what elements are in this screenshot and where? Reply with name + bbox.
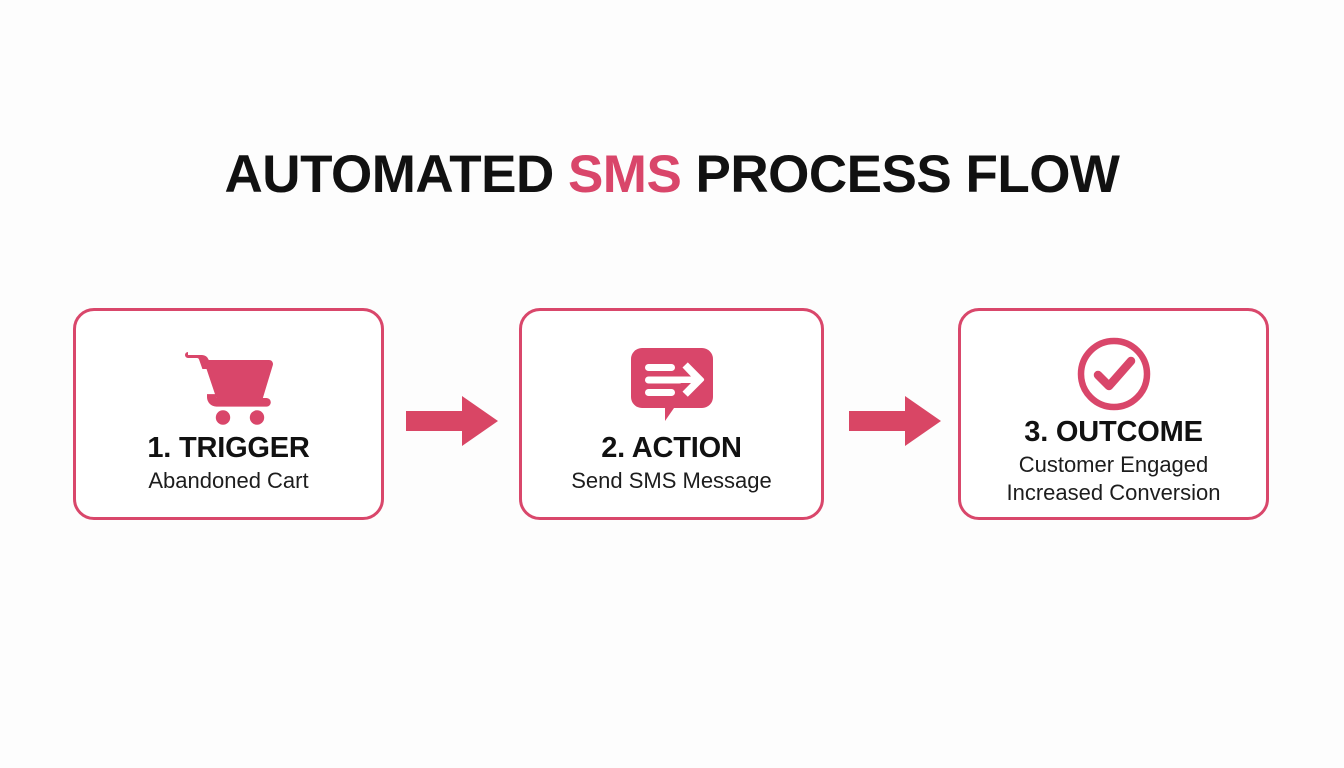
page-title-part1: AUTOMATED [224,145,568,204]
shopping-cart-icon [76,311,381,425]
flow-step-subtitle-line: Send SMS Message [571,468,772,494]
flow-step-subtitle: Send SMS Message [571,467,772,495]
flow-step-subtitle-line: Customer Engaged [1018,452,1209,478]
flow-step-subtitle-line: Increased Conversion [1006,480,1221,506]
arrow-right-icon [406,396,498,451]
process-flow: 1. TRIGGER Abandoned Cart [0,308,1344,522]
page-title-accent: SMS [567,145,682,204]
arrow-right-icon [849,396,941,451]
flow-step-heading: 2. ACTION [601,432,742,464]
flow-step-heading: 1. TRIGGER [147,432,310,464]
check-circle-icon [961,311,1266,413]
flow-step-heading: 3. OUTCOME [1024,416,1203,448]
page-title-part2: PROCESS FLOW [681,145,1120,204]
sms-message-send-icon [522,311,821,423]
page-title: AUTOMATED SMS PROCESS FLOW [0,148,1344,201]
flow-step-subtitle: Customer Engaged Increased Conversion [1006,451,1220,506]
flow-step-card-action[interactable]: 2. ACTION Send SMS Message [519,308,824,520]
flow-step-subtitle: Abandoned Cart [148,467,308,495]
flow-step-card-outcome[interactable]: 3. OUTCOME Customer Engaged Increased Co… [958,308,1269,520]
flow-step-card-trigger[interactable]: 1. TRIGGER Abandoned Cart [73,308,384,520]
flow-step-subtitle-line: Abandoned Cart [148,468,309,494]
